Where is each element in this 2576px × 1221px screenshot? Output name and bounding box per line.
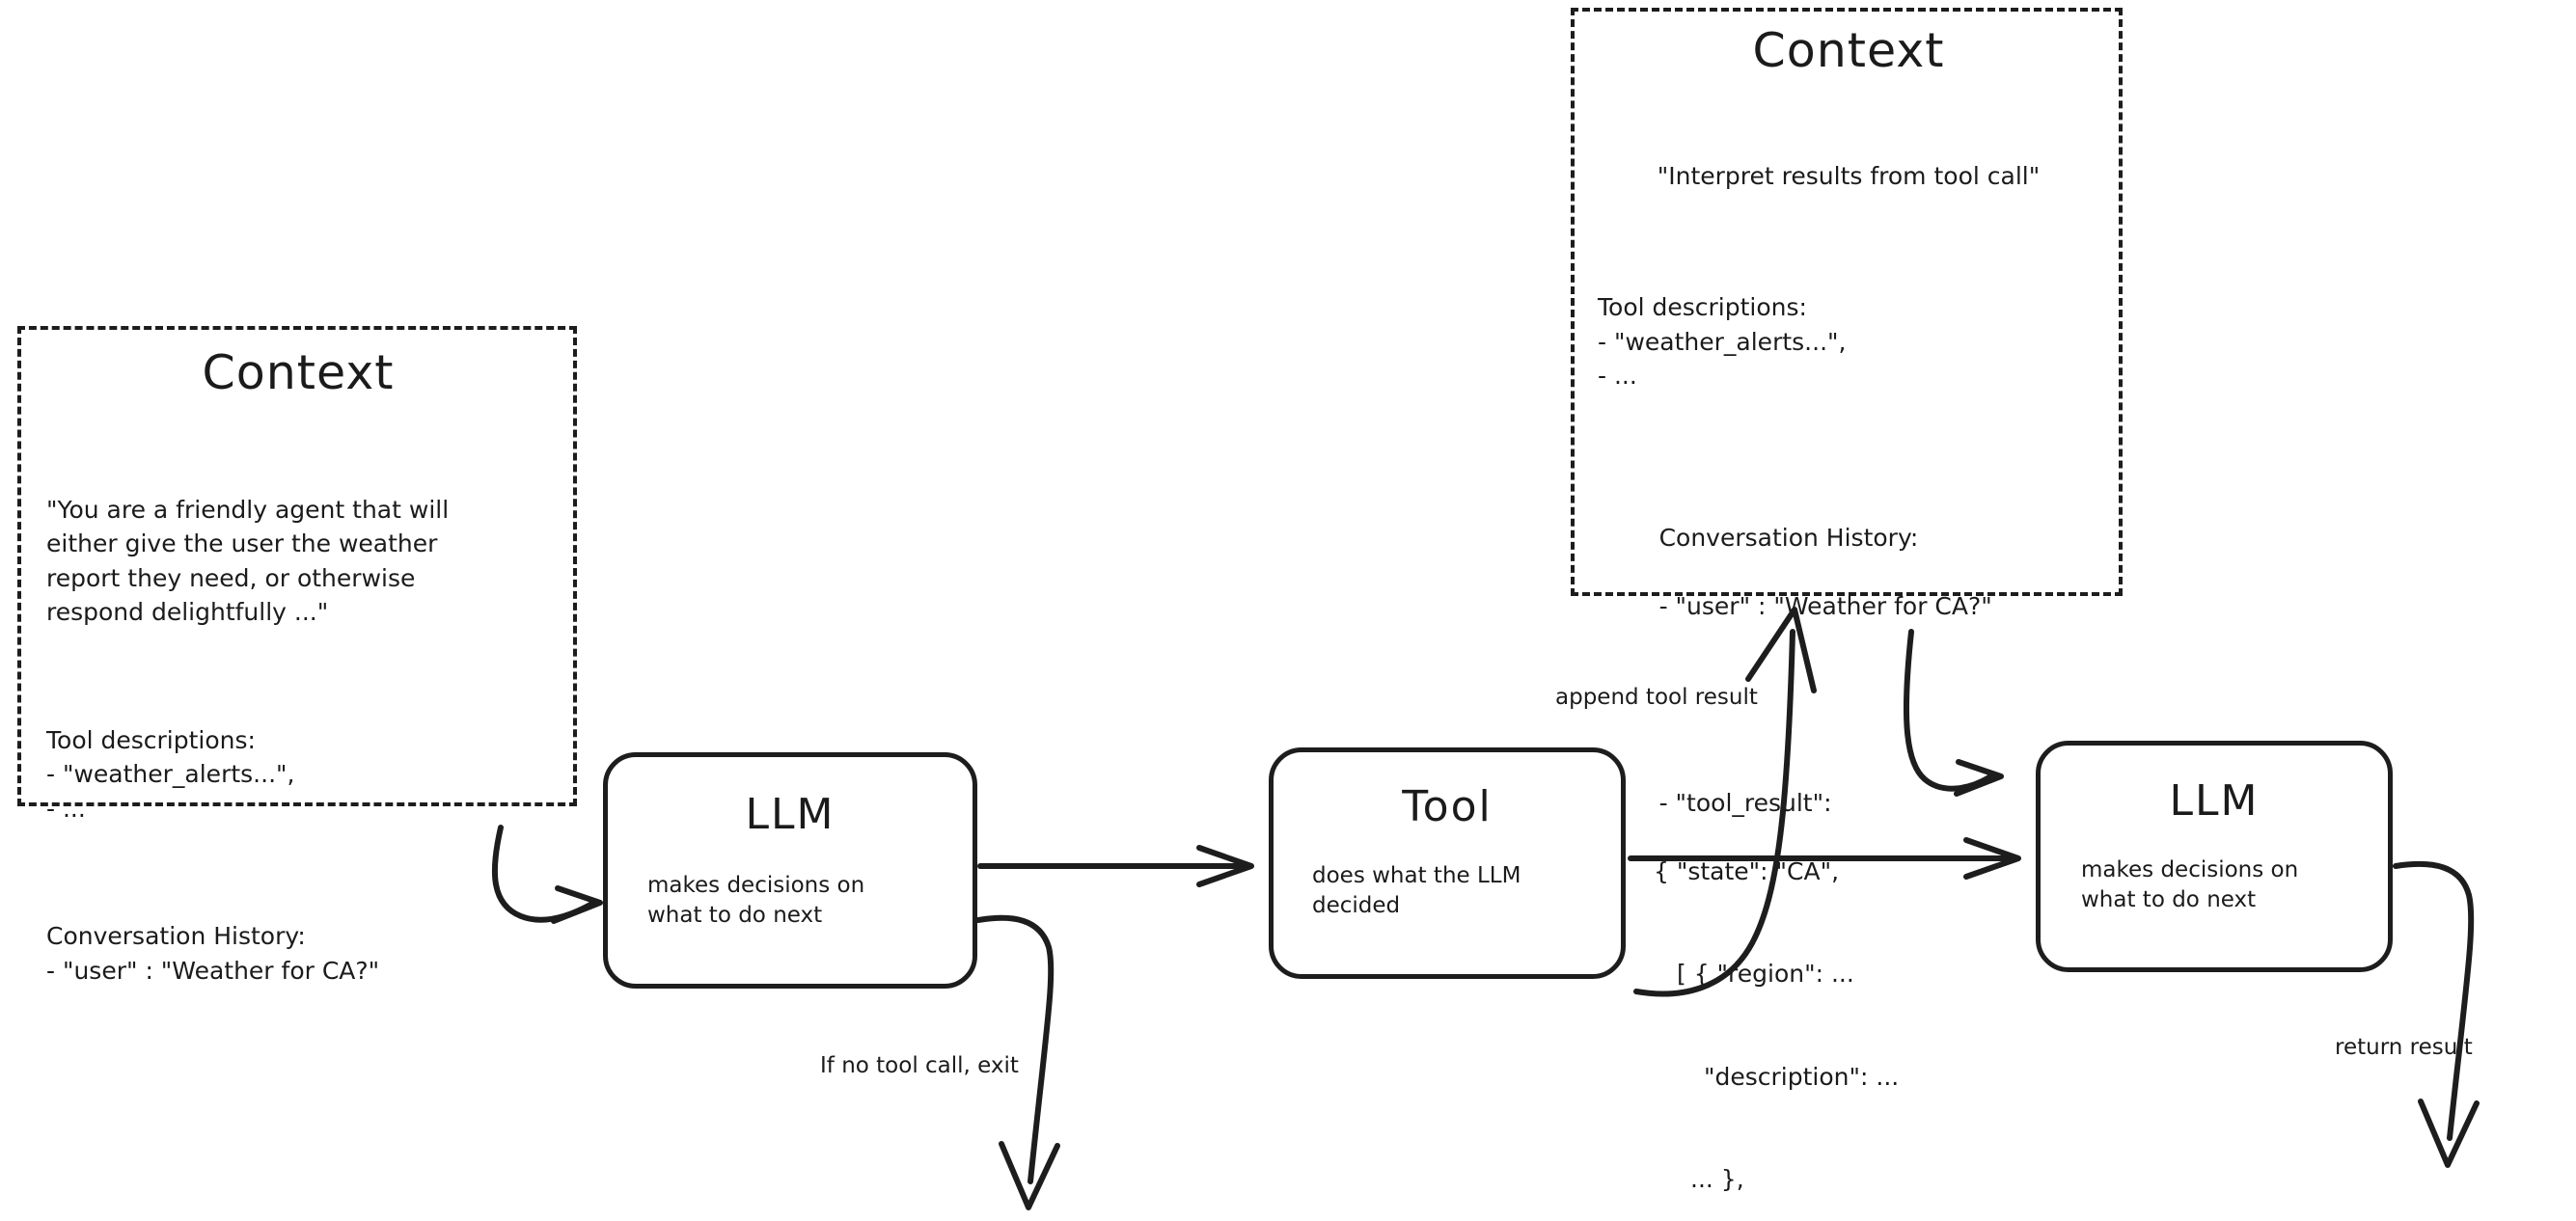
node-tool-title: Tool	[1402, 782, 1493, 831]
edge-label-return-result: return result	[2335, 1035, 2473, 1060]
context-right-ch-user: - "user" : "Weather for CA?"	[1658, 592, 1992, 621]
context-right-title: Context	[1752, 23, 1945, 78]
context-right-tool-result: - "tool_result": { "state": "CA", [ { "r…	[1598, 751, 2099, 1221]
context-left-conversation-history: Conversation History: - "user" : "Weathe…	[46, 922, 380, 985]
tool-result-line-3: "description": ...	[1704, 1062, 1900, 1091]
node-llm-first-subtitle: makes decisions on what to do next	[647, 873, 865, 929]
context-right-system-prompt: "Interpret results from tool call"	[1657, 161, 2041, 190]
tool-result-line-4: ... },	[1690, 1165, 1744, 1194]
node-tool[interactable]: Tool does what the LLM decided	[1269, 747, 1626, 979]
tool-result-line-2: [ { "region": ...	[1677, 960, 1854, 989]
context-left-body: "You are a friendly agent that will eith…	[46, 424, 550, 1057]
context-right-conversation-history: Conversation History: - "user" : "Weathe…	[1598, 487, 2099, 659]
node-llm-second-subtitle: makes decisions on what to do next	[2081, 857, 2299, 913]
edge-label-if-no-tool-call-exit: If no tool call, exit	[820, 1053, 1019, 1078]
context-left-tool-descriptions: Tool descriptions: - "weather_alerts..."…	[46, 725, 295, 823]
edge-label-append-tool-result: append tool result	[1555, 685, 1758, 710]
node-tool-subtitle: does what the LLM decided	[1312, 863, 1521, 919]
context-left-title: Context	[202, 345, 395, 400]
context-right-tool-descriptions: Tool descriptions: - "weather_alerts..."…	[1598, 293, 1847, 391]
arrow-llm-second-return-result	[2393, 860, 2480, 1168]
context-box-right: Context "Interpret results from tool cal…	[1571, 8, 2123, 1193]
arrow-llm-first-to-tool	[977, 845, 1254, 887]
context-right-body: "Interpret results from tool call" Tool …	[1598, 91, 2099, 1221]
context-right-ch-header: Conversation History:	[1658, 524, 1919, 553]
node-llm-first[interactable]: LLM makes decisions on what to do next	[603, 752, 977, 989]
tool-result-header: - "tool_result":	[1658, 788, 1832, 817]
tool-result-line-1: { "state": "CA",	[1654, 856, 1840, 885]
node-llm-first-title: LLM	[745, 790, 836, 839]
node-llm-second[interactable]: LLM makes decisions on what to do next	[2036, 741, 2393, 972]
context-box-left: Context "You are a friendly agent that w…	[17, 326, 577, 985]
context-left-system-prompt: "You are a friendly agent that will eith…	[46, 495, 450, 627]
node-llm-second-title: LLM	[2169, 776, 2260, 826]
